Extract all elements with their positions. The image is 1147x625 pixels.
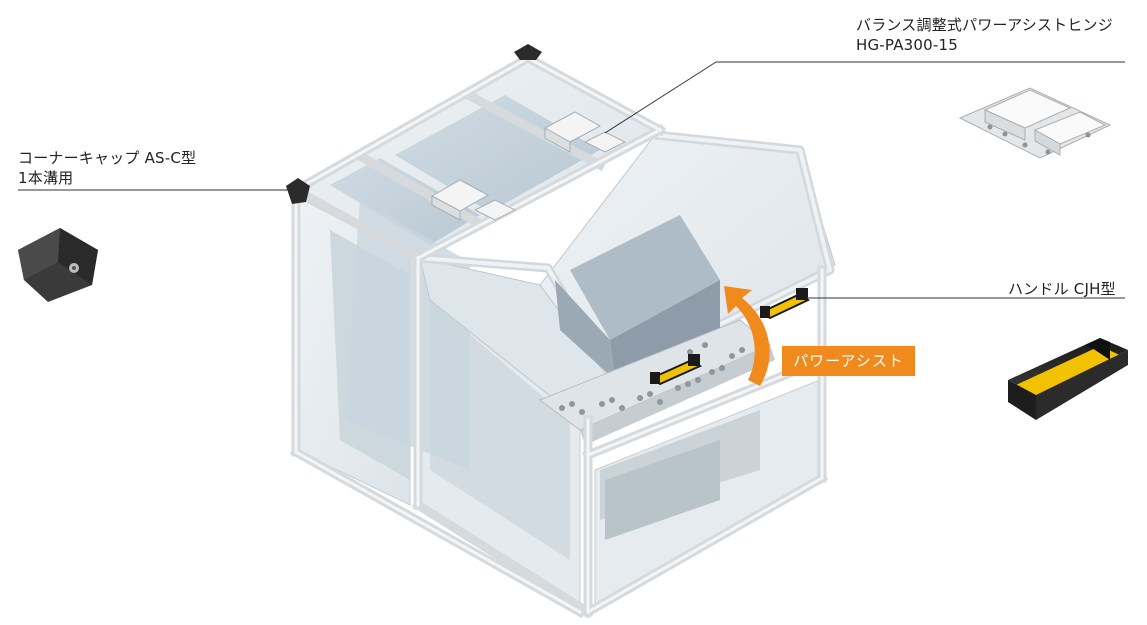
handle-mounted-1 (760, 288, 810, 320)
handle-icon (1008, 338, 1128, 420)
handle-label: ハンドル CJH型 (1008, 280, 1116, 298)
corner-cap-label: コーナーキャップ AS-C型 1本溝用 (18, 148, 196, 188)
corner-cap-icon (18, 228, 98, 302)
hinge-name: バランス調整式パワーアシストヒンジ (856, 16, 1113, 34)
hinge-mounted-2 (430, 179, 517, 221)
leader-hinge-d (604, 61, 717, 134)
hinge-model: HG-PA300-15 (856, 36, 958, 54)
handle-mounted-2 (650, 354, 702, 386)
hinge-mounted-1 (543, 111, 627, 153)
corner-cap-left (286, 178, 310, 204)
corner-cap-top (514, 44, 542, 60)
curved-arrow-icon (724, 286, 770, 386)
power-assist-badge: パワーアシスト (782, 346, 915, 376)
enclosure (286, 44, 836, 619)
corner-cap-name: コーナーキャップ AS-C型 (18, 149, 197, 167)
control-knobs (559, 342, 745, 415)
hinge-label: バランス調整式パワーアシストヒンジ HG-PA300-15 (856, 15, 1113, 55)
corner-cap-spec: 1本溝用 (18, 169, 74, 187)
hinge-icon (958, 87, 1112, 159)
